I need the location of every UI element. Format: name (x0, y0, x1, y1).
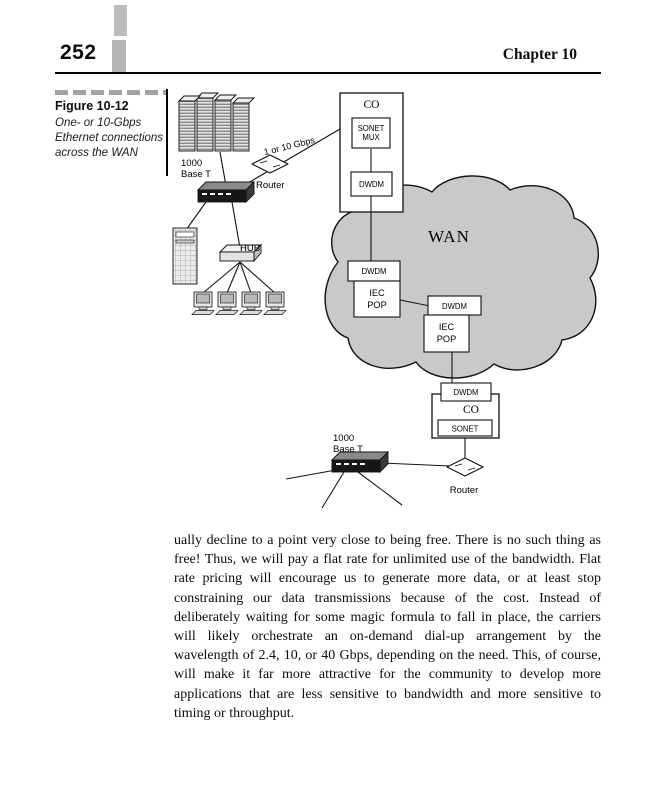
diagram-inner-boxes (347, 117, 493, 437)
label-co-top: CO (364, 99, 380, 111)
hub-icon (218, 243, 263, 263)
header-accent-bar-top (114, 5, 127, 36)
pc-icon-2 (215, 291, 239, 315)
wan-cloud-shape (324, 175, 599, 379)
label-dwdm-co-bottom: DWDM (453, 388, 478, 397)
label-co-bottom: CO (463, 404, 479, 416)
link-switch-towerpc (185, 201, 207, 231)
label-baset-top: Base T (181, 169, 211, 180)
figure-vertical-rule (166, 89, 168, 176)
network-diagram: 1000 Base T Router 1 or 10 Gbps HUB 1000… (172, 92, 599, 509)
label-sonet-mux-1: SONET (358, 124, 385, 133)
label-1000-top: 1000 (181, 158, 202, 169)
dwdm-box-co-bottom (440, 382, 492, 402)
label-iec-1: IEC (369, 288, 385, 298)
link-pop1-pop2 (399, 299, 431, 307)
dwdm-box-co-top (350, 171, 393, 197)
label-baset-bottom: Base T (333, 444, 363, 455)
tower-pc-icon (172, 227, 198, 285)
label-dwdm-pop2: DWDM (442, 302, 467, 311)
header-rule (55, 72, 601, 75)
link-switch-co (235, 128, 341, 191)
label-pop-1: POP (367, 300, 386, 310)
figure-label: Figure 10-12 (55, 99, 129, 113)
label-iec-2: IEC (439, 322, 455, 332)
figure-caption: One- or 10-Gbps Ethernet connections acr… (55, 117, 164, 159)
label-sonet-mux-2: MUX (362, 133, 380, 142)
link-servers-switch (219, 151, 227, 187)
link-switch-hub (231, 201, 241, 249)
label-pop-2: POP (437, 334, 456, 344)
label-wan: WAN (428, 227, 470, 246)
fan-line-downright (357, 471, 403, 506)
pc-icon-4 (263, 291, 287, 315)
iec-pop-box-1 (353, 280, 401, 318)
label-router-bottom: Router (450, 485, 479, 496)
link-hub-pc2 (226, 261, 241, 294)
link-router-switchbottom (381, 462, 451, 467)
fan-line-downleft (321, 471, 345, 509)
header-accent-bar-bottom (112, 40, 126, 73)
label-dwdm-co-top: DWDM (359, 180, 384, 189)
body-paragraph: ually decline to a point very close to b… (174, 533, 601, 721)
page-number: 252 (60, 41, 97, 64)
sonet-box-bottom (437, 419, 493, 437)
fan-line-left (285, 469, 337, 480)
router-bottom-icon (446, 457, 484, 477)
label-sonet-bottom: SONET (452, 425, 479, 434)
pc-icon-1 (191, 291, 215, 315)
label-link-speed: 1 or 10 Gbps (263, 135, 316, 157)
label-hub: HUB (240, 243, 260, 254)
sonet-mux-box (351, 117, 391, 149)
link-hub-pc1 (202, 261, 241, 294)
switch-bottom-icon (331, 451, 389, 473)
connection-lines (185, 128, 466, 509)
router-top-icon (251, 154, 289, 174)
pc-icon-3 (239, 291, 263, 315)
link-hub-pc4 (239, 261, 276, 294)
label-dwdm-pop1: DWDM (361, 267, 386, 276)
link-hub-pc3 (239, 261, 252, 294)
label-1000-bottom: 1000 (333, 433, 354, 444)
switch-top-icon (197, 181, 255, 203)
figure-accent-dashes (55, 90, 167, 95)
server-stack-icon (177, 92, 256, 152)
chapter-title: Chapter 10 (502, 46, 577, 63)
iec-pop-box-2 (423, 314, 470, 353)
label-router-top: Router (256, 180, 285, 191)
